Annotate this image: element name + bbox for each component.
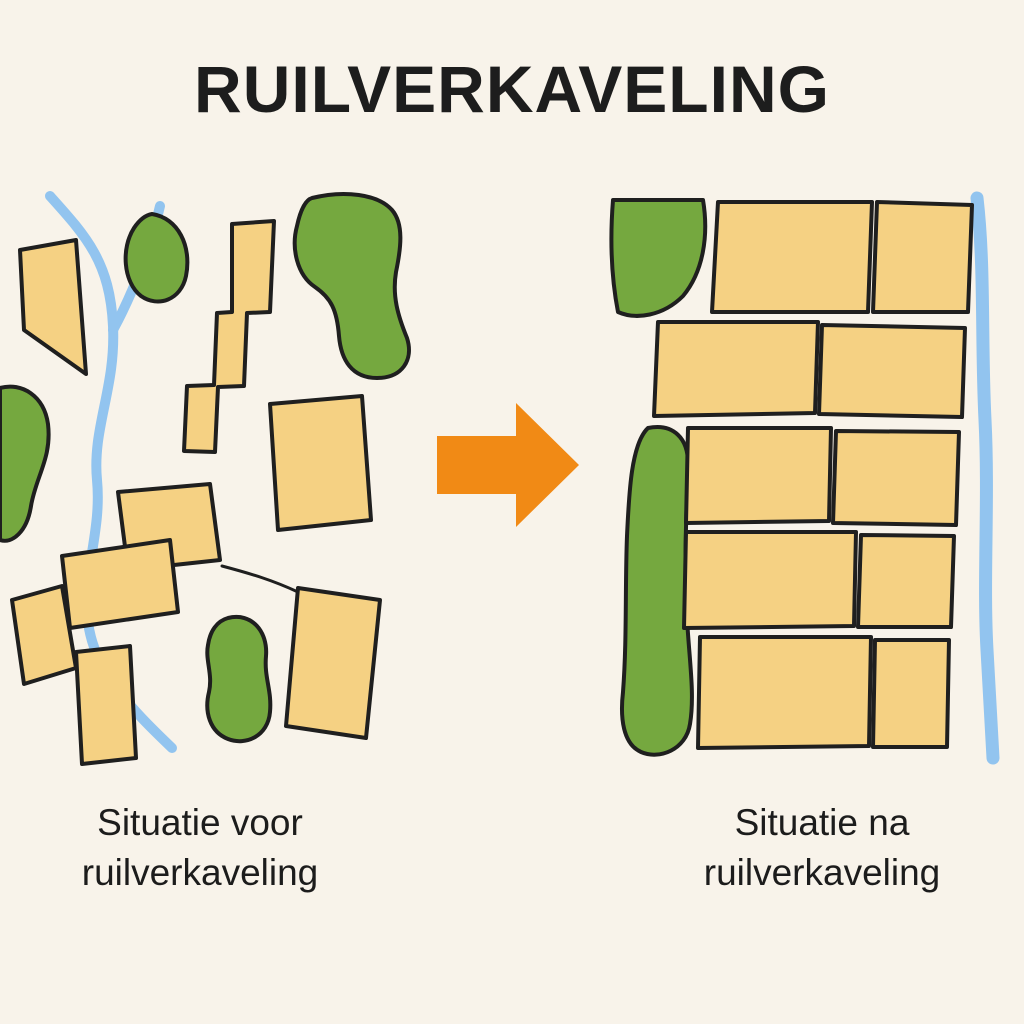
parcel-shape: [856, 533, 956, 629]
parcel-shape: [831, 429, 961, 527]
parcel-shape: [817, 323, 967, 419]
parcel-shape: [18, 238, 88, 376]
panel-before: [0, 191, 411, 766]
panel-after: [609, 191, 1000, 765]
green-strip-icon: [619, 425, 694, 757]
vegetation-before: [0, 192, 411, 744]
caption-after-line2: ruilverkaveling: [703, 851, 941, 893]
green-blob-icon: [205, 614, 273, 744]
green-blob-icon: [0, 384, 51, 543]
caption-after: Situatie na ruilverkaveling: [622, 798, 1022, 898]
parcel-shape: [60, 538, 180, 630]
green-blob-icon: [292, 192, 411, 380]
caption-before: Situatie voor ruilverkaveling: [0, 798, 400, 898]
parcel-shape: [284, 586, 382, 740]
parcel-shape: [182, 219, 276, 454]
parcel-shape: [268, 394, 373, 532]
parcel-shape: [871, 638, 951, 749]
boundary-line-icon: [220, 564, 300, 594]
right-arrow-icon: [437, 403, 579, 527]
caption-before-line1: Situatie voor: [97, 802, 303, 843]
green-blob-icon: [609, 198, 708, 318]
parcel-shape: [710, 200, 874, 314]
green-blob-icon: [123, 212, 190, 304]
caption-after-line1: Situatie na: [734, 802, 910, 843]
parcel-shape: [10, 584, 78, 686]
parcel-shape: [871, 200, 974, 314]
parcel-shape: [652, 320, 820, 418]
vegetation-after: [609, 198, 708, 757]
caption-before-line2: ruilverkaveling: [81, 851, 319, 893]
parcels-after: [652, 200, 974, 750]
parcel-shape: [684, 426, 833, 525]
parcels-before: [10, 219, 382, 766]
page-title: RUILVERKAVELING: [194, 52, 830, 126]
parcel-shape: [682, 530, 858, 630]
parcel-shape: [696, 635, 873, 750]
canal-after: [970, 191, 1000, 765]
canal-icon: [970, 191, 1000, 765]
parcel-shape: [74, 644, 138, 766]
